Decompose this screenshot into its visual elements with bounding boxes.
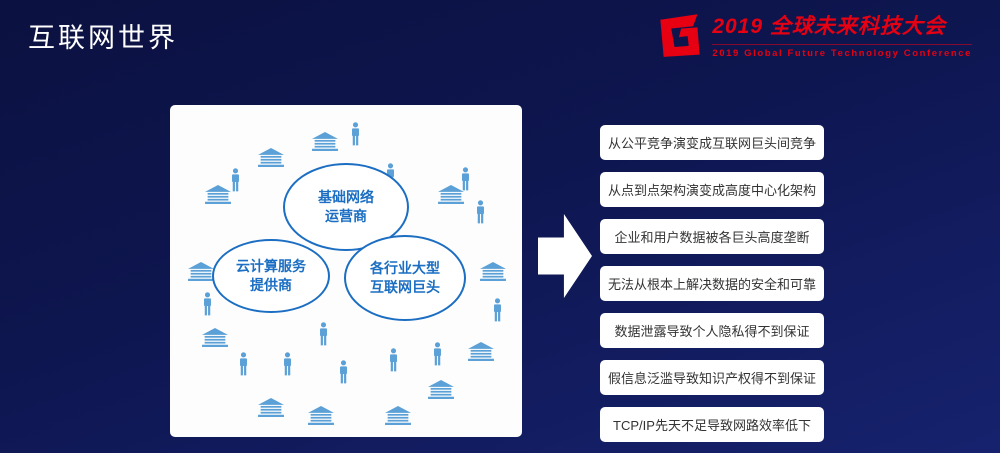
bank-icon: [202, 328, 228, 347]
ellipse-network-operators: 基础网络 运营商: [283, 163, 409, 251]
right-arrow-icon: [538, 214, 592, 298]
issue-item: 从公平竞争演变成互联网巨头间竞争: [600, 125, 824, 160]
person-icon: [475, 200, 486, 224]
person-icon: [238, 352, 249, 376]
page-title: 互联网世界: [28, 23, 178, 53]
person-icon: [388, 348, 399, 372]
issue-item: 假信息泛滥导致知识产权得不到保证: [600, 360, 824, 395]
bank-icon: [258, 148, 284, 167]
issue-item: TCP/IP先天不足导致网路效率低下: [600, 407, 824, 442]
bank-icon: [258, 398, 284, 417]
conference-title: 2019 全球未来科技大会: [712, 15, 946, 38]
bank-icon: [468, 342, 494, 361]
conference-logo: 2019 全球未来科技大会 2019 Global Future Technol…: [656, 10, 972, 59]
issue-item: 数据泄露导致个人隐私得不到保证: [600, 313, 824, 348]
conference-logo-text: 2019 全球未来科技大会 2019 Global Future Technol…: [712, 10, 972, 59]
ellipse-label-line: 互联网巨头: [370, 279, 440, 295]
person-icon: [460, 167, 471, 191]
conference-logo-icon: [660, 13, 700, 57]
person-icon: [318, 322, 329, 346]
issue-item: 从点到点架构演变成高度中心化架构: [600, 172, 824, 207]
issue-item: 无法从根本上解决数据的安全和可靠: [600, 266, 824, 301]
ellipse-label-line: 云计算服务: [236, 258, 306, 275]
person-icon: [230, 168, 241, 192]
ellipse-label-line: 各行业大型: [370, 260, 440, 277]
bank-icon: [312, 132, 338, 151]
person-icon: [202, 292, 213, 316]
conference-subtitle: 2019 Global Future Technology Conference: [712, 44, 972, 59]
ellipse-cloud-providers: 云计算服务 提供商: [212, 239, 330, 313]
person-icon: [432, 342, 443, 366]
person-icon: [350, 122, 361, 146]
issue-item: 企业和用户数据被各巨头高度垄断: [600, 219, 824, 254]
ellipse-internet-giants: 各行业大型 互联网巨头: [344, 235, 466, 321]
bank-icon: [188, 262, 214, 281]
diagram-panel: 基础网络 运营商 云计算服务 提供商 各行业大型 互联网巨头: [170, 105, 522, 437]
ellipse-label-line: 运营商: [325, 208, 367, 224]
person-icon: [338, 360, 349, 384]
person-icon: [282, 352, 293, 376]
person-icon: [492, 298, 503, 322]
bank-icon: [480, 262, 506, 281]
bank-icon: [438, 185, 464, 204]
bank-icon: [428, 380, 454, 399]
ellipse-label-line: 提供商: [250, 277, 292, 293]
bank-icon: [205, 185, 231, 204]
bank-icon: [385, 406, 411, 425]
ellipse-label-line: 基础网络: [318, 189, 374, 206]
bank-icon: [308, 406, 334, 425]
issues-list: 从公平竞争演变成互联网巨头间竞争 从点到点架构演变成高度中心化架构 企业和用户数…: [600, 125, 824, 442]
